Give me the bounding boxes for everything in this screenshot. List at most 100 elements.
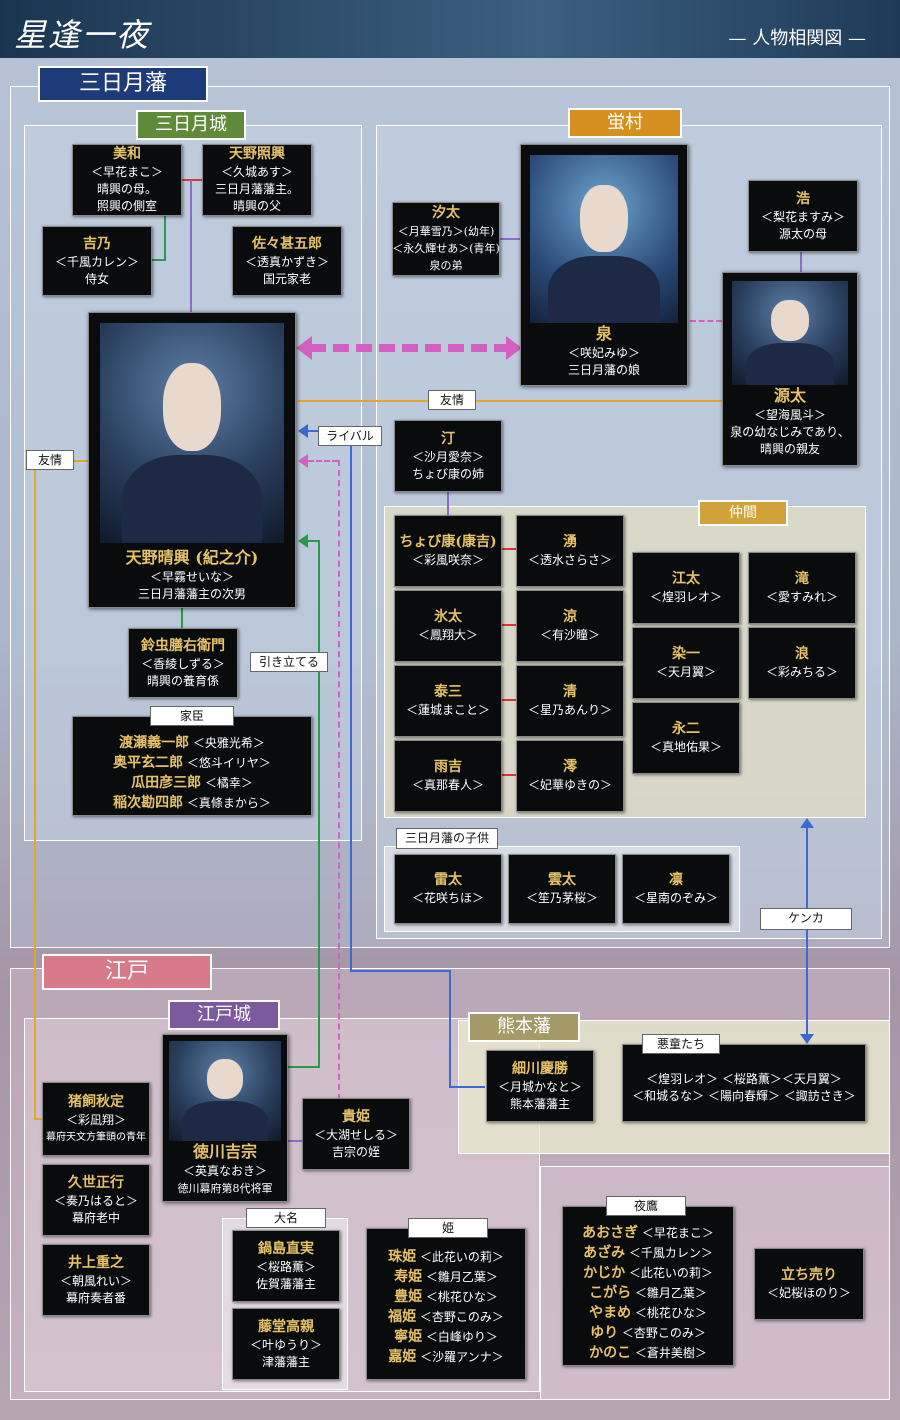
line-rival-bottom-v [449,970,451,1088]
rival-arrow-icon [298,424,308,438]
card-suzumushi: 鈴虫膳右衛門＜香綾しずる＞晴興の養育係 [128,628,238,698]
page-subtitle: — 人物相関図 — [728,28,866,49]
card-genta: 源太 ＜望海風斗＞ 泉の幼なじみであり、 晴興の親友 [722,272,858,466]
region-label-mikazuki-jo: 三日月城 [136,110,246,140]
portrait-genta [732,281,848,385]
arrow-right-icon [506,336,522,360]
card-sasa: 佐々甚五郎＜透真かずき＞国元家老 [232,226,342,296]
label-yujo-2: 友情 [26,450,74,470]
label-hikitateru: 引き立てる [250,652,328,672]
card-taizo: 泰三＜蓮城まこと＞ [394,665,502,737]
card-rin: 凛＜星南のぞみ＞ [622,854,730,924]
label-kashin: 家臣 [150,706,234,726]
line-nagisa-chobiyasu [447,491,449,515]
region-label-nakama: 仲間 [698,500,788,526]
card-nabeshima: 鍋島直実＜桜路薫＞佐賀藩藩主 [232,1230,340,1302]
card-raita: 雷太＜花咲ちほ＞ [394,854,502,924]
list-yotaka: あおさぎ ＜早花まこ＞ あざみ ＜千風カレン＞ かじか ＜此花いの莉＞ こがら … [562,1206,734,1366]
card-akutou: ＜煌羽レオ＞ ＜桜路薫＞＜天月翼＞ ＜和城るな＞ ＜陽向春輝＞ ＜諏訪さき＞ [622,1044,866,1122]
card-taki: 滝＜愛すみれ＞ [748,552,856,624]
card-inokai: 猪飼秋定＜彩凪翔＞幕府天文方筆頭の青年 [42,1082,150,1156]
kenka-arrow-up-icon [800,818,814,828]
card-izumi: 泉 ＜咲妃みゆ＞ 三日月藩の娘 [520,144,688,386]
region-label-mikazuki-han: 三日月藩 [38,66,208,102]
card-yoshimune: 徳川吉宗 ＜英真なおき＞ 徳川幕府第8代将軍 [162,1034,288,1202]
region-label-kodomo: 三日月藩の子供 [396,828,498,849]
line-hikitateru-v [318,540,320,1068]
line-kenka-v [806,826,808,1036]
portrait-haruoki [100,323,284,543]
region-label-edo-jo: 江戸城 [168,1000,280,1030]
line-hikitateru-h [306,540,320,542]
line-hikitateru-yoshimune [288,1066,320,1068]
card-haruoki: 天野晴興 (紀之介) ＜早霧せいな＞ 三日月藩藩主の次男 [88,312,296,608]
hikitateru-arrow-icon [298,534,308,548]
card-unta: 雲太＜笙乃茅桜＞ [508,854,616,924]
card-kuze: 久世正行＜奏乃はると＞幕府老中 [42,1164,150,1236]
label-kenka: ケンカ [760,908,852,930]
card-rou: 浪＜彩みちる＞ [748,627,856,699]
card-hyota: 氷太＜鳳翔大＞ [394,590,502,662]
line-rival-hosokawa [449,1086,485,1088]
line-rival-bottom [350,970,450,972]
card-chobiyasu: ちょび康(康吉)＜彩風咲奈＞ [394,515,502,587]
label-rival: ライバル [318,426,382,446]
kenka-arrow-down-icon [800,1034,814,1044]
region-label-edo: 江戸 [42,954,212,990]
line-yoshimune-kihime [288,1140,302,1142]
card-eiji: 永二＜真地佑果＞ [632,702,740,774]
line-rival-v [350,430,352,972]
page-title: 星逢一夜 [14,16,151,54]
line-hiroshi-genta [800,252,802,272]
line-yoshino-miwa-h [150,259,166,261]
card-kiyo: 清＜星乃あんり＞ [516,665,624,737]
label-yotaka: 夜鷹 [606,1196,686,1216]
card-hosokawa: 細川慶勝＜月城かなと＞熊本藩藩主 [486,1050,594,1122]
region-label-kumamoto: 熊本藩 [468,1012,580,1042]
card-todo: 藤堂高親＜叶ゆうり＞津藩藩主 [232,1308,340,1380]
portrait-izumi [530,155,678,323]
kihime-arrow-icon [298,454,308,468]
line-yujo-haruoki-genta [298,400,722,402]
line-kihime-dashed-h [308,460,338,462]
card-hiroshi: 浩＜梨花ますみ＞源太の母 [748,180,858,252]
card-nagisa: 汀＜沙月愛奈＞ちょび康の姉 [394,420,502,492]
line-shiota-izumi [500,238,520,240]
line-nakama-pairs-2 [502,624,516,626]
line-parents-haruoki [190,180,192,312]
region-label-hotaru-mura: 蛍村 [568,108,682,138]
region-label-daimyo: 大名 [246,1208,326,1228]
card-kihime: 貴姫＜大湖せしる＞吉宗の姪 [302,1098,410,1170]
label-hime: 姫 [408,1218,488,1238]
line-nakama-pairs-1 [502,548,516,550]
line-miwa-teruoki [182,179,202,181]
card-teruoki: 天野照興＜久城あす＞三日月藩藩主。晴興の父 [202,144,312,216]
list-kashin: 渡瀬義一郎 ＜央雅光希＞ 奥平玄二郎 ＜悠斗イリヤ＞ 瓜田彦三郎 ＜橘幸＞ 稲次… [72,716,312,816]
card-amakichi: 雨吉＜真那春人＞ [394,740,502,812]
card-mio: 澪＜妃華ゆきの＞ [516,740,624,812]
card-eta: 江太＜煌羽レオ＞ [632,552,740,624]
card-miwa: 美和＜早花まこ＞晴興の母。照興の側室 [72,144,182,216]
line-haruoki-suzumushi [181,608,183,628]
line-yoshino-miwa [164,216,166,260]
line-yujo2-v [34,460,36,1120]
header-bar [0,0,900,58]
arrow-left-icon [296,336,312,360]
card-someichi: 染一＜天月翼＞ [632,627,740,699]
portrait-yoshimune [169,1041,281,1141]
card-ryo: 涼＜有沙瞳＞ [516,590,624,662]
card-inoue: 井上重之＜朝風れい＞幕府奏者番 [42,1244,150,1316]
card-yoshino: 吉乃＜千風カレン＞侍女 [42,226,152,296]
line-yujo2-h-bottom [34,1118,42,1120]
card-wakizu: 湧＜透水さらさ＞ [516,515,624,587]
line-haruoki-izumi-dashed [310,344,510,352]
label-yujo-1: 友情 [428,390,476,410]
card-tachiuri: 立ち売り＜妃桜ほのり＞ [754,1248,864,1320]
line-kihime-dashed-v [338,460,340,1100]
card-shiota: 汐太＜月華雪乃＞(幼年)＜永久輝せあ＞(青年)泉の弟 [392,202,500,276]
list-hime: 珠姫 ＜此花いの莉＞ 寿姫 ＜雛月乙葉＞ 豊姫 ＜桃花ひな＞ 福姫 ＜杏野このみ… [366,1228,526,1380]
line-nakama-pairs-4 [502,774,516,776]
label-akutou: 悪童たち [642,1034,720,1054]
line-nakama-pairs-3 [502,699,516,701]
line-genta-izumi-dashed [690,320,722,322]
